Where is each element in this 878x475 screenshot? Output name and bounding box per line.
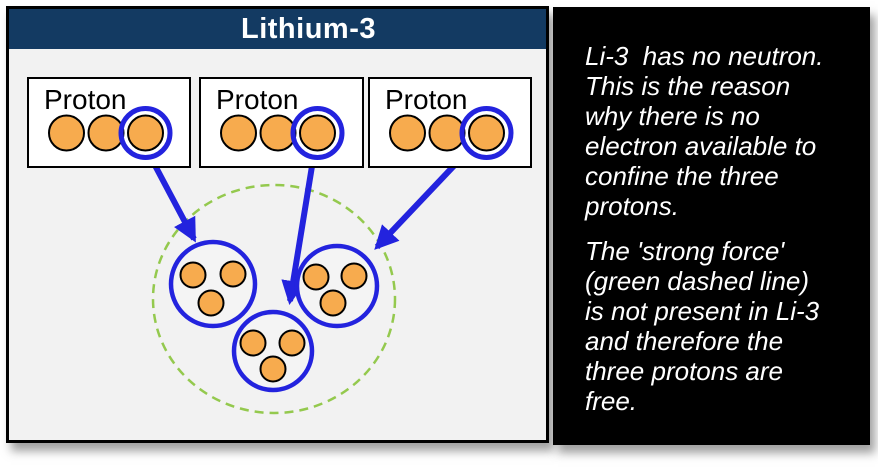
proton-label-1: Proton	[44, 84, 127, 115]
quark-dots-bottom	[239, 329, 306, 383]
nucleus-proton-circle-left	[168, 239, 258, 329]
panel-header: Lithium-3	[9, 9, 546, 49]
annotation-paragraph-2: The 'strong force' (green dashed line) i…	[585, 236, 820, 416]
panel-title: Lithium-3	[241, 13, 376, 45]
annotation-paragraph-1: Li-3 has no neutron. This is the reason …	[585, 41, 824, 221]
proton-outline-ring-3	[459, 106, 514, 160]
proton-dots-3	[389, 114, 505, 152]
strong-force-dashed-circle	[151, 183, 397, 415]
proton-box-2: Proton	[199, 77, 364, 168]
proton-label-3: Proton	[385, 84, 468, 115]
proton-dots-1	[48, 114, 164, 152]
proton-box-1: Proton	[27, 77, 191, 168]
proton-box-3: Proton	[368, 77, 532, 168]
transfer-arrow-middle	[281, 159, 316, 305]
quark-dots-left	[179, 260, 247, 317]
nucleus-cluster	[168, 239, 380, 393]
proton-outline-ring-2	[290, 106, 345, 160]
nucleus-proton-circle-bottom	[231, 309, 315, 393]
quark-dots-right	[302, 262, 368, 317]
nucleus-proton-circle-right	[294, 243, 380, 329]
diagram-canvas: Proton Proton	[27, 77, 532, 415]
proton-dots-2	[220, 114, 336, 152]
proton-label-2: Proton	[216, 84, 299, 115]
annotation-panel: Li-3 has no neutron. This is the reason …	[553, 7, 870, 445]
transfer-arrow-left	[147, 154, 197, 243]
lithium-diagram-panel: Lithium-3 Proton	[6, 6, 549, 443]
proton-outline-ring-1	[118, 106, 173, 160]
